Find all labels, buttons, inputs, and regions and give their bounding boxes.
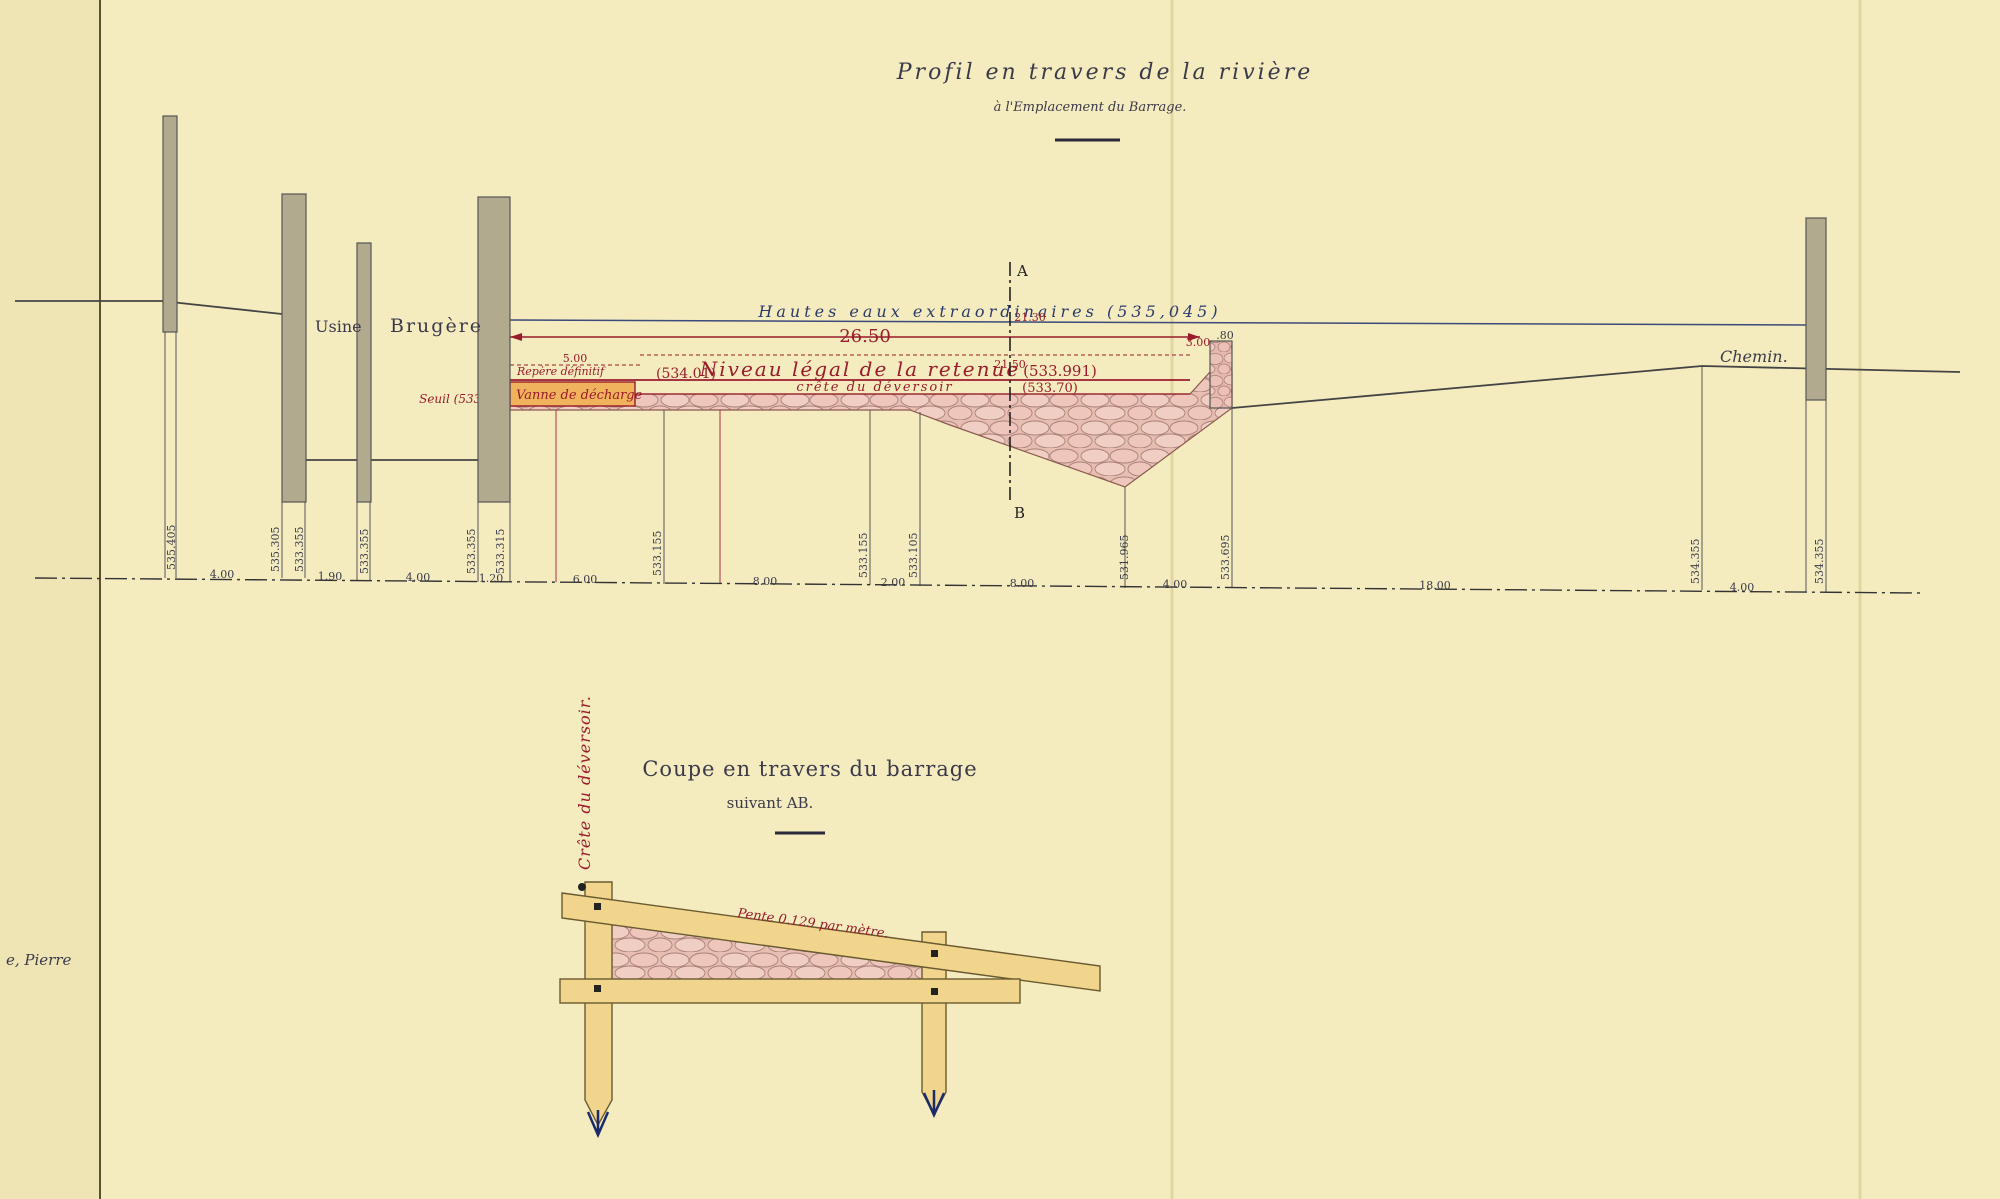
high-water-label: Hautes eaux extraordinaires (535,045): [757, 302, 1221, 321]
reference-label: Repère définitif: [516, 365, 606, 378]
spacing-label: 4.00: [210, 568, 235, 581]
road-label: Chemin.: [1720, 347, 1788, 366]
span-arrow-right: [1188, 333, 1200, 341]
sluice-gate: [509, 381, 636, 407]
profile-title: Profil en travers de la rivière: [896, 60, 1314, 85]
elev-label: 533.355: [465, 529, 478, 575]
elev-label: 533.695: [1219, 535, 1232, 581]
elev-label: 535.305: [269, 527, 282, 573]
pier-5: [1805, 217, 1827, 401]
elev-label: 533.355: [358, 529, 371, 575]
elev-label: 535.405: [165, 525, 178, 571]
spacing-label: 8.00: [753, 575, 778, 588]
spacing-label: 6.00: [573, 573, 598, 586]
weir-crest-value: (533.70): [1022, 381, 1078, 396]
spacing-label: 2.00: [881, 576, 906, 589]
sloped-beam: [561, 892, 1101, 992]
elevation-labels: 535.405 535.305 533.355 533.355 533.355 …: [165, 525, 1826, 585]
elev-label: 534.355: [1689, 539, 1702, 585]
elev-label: 533.155: [857, 533, 870, 579]
profile-subtitle: à l'Emplacement du Barrage.: [994, 100, 1187, 115]
legal-level-value: (533.991): [1023, 362, 1097, 380]
spacing-label: 1.90: [318, 570, 343, 583]
left-margin-shade: [0, 0, 100, 1199]
plant-name: Brugère: [390, 315, 483, 337]
plant-label: Usine: [315, 317, 362, 336]
weir-crest-wall: [1209, 340, 1233, 409]
station-verticals: [164, 332, 1827, 592]
span-arrow-left: [510, 333, 522, 341]
weir-masonry: [509, 371, 1233, 488]
pier-2: [281, 193, 307, 503]
spacing-label: 8.00: [1010, 577, 1035, 590]
elev-label: 533.105: [907, 533, 920, 579]
red-verticals: [555, 410, 721, 584]
arrow-right: [922, 1090, 946, 1119]
section-subtitle: suivant AB.: [727, 794, 814, 812]
spacing-label: 4.00: [1730, 581, 1755, 594]
dim-label-3m: 3.00: [1186, 336, 1211, 349]
elev-label: 533.315: [494, 529, 507, 575]
spacing-labels: 4.00 1.90 4.00 1.20 6.00 8.00 2.00 8.00 …: [210, 568, 1755, 594]
elev-label: 534.355: [1813, 539, 1826, 585]
span-dimension: 26.50: [839, 326, 891, 347]
dim-label-21-30: 21.30: [1014, 311, 1046, 324]
pier-1: [162, 115, 178, 333]
spacing-label: 1.20: [479, 572, 504, 585]
spacing-label: 4.00: [406, 571, 431, 584]
weir-crest-label: crête du déversoir: [796, 380, 953, 395]
high-water-line: [509, 319, 1807, 326]
section-marker-b: B: [1014, 504, 1025, 522]
spacing-label: 4.00: [1163, 578, 1188, 591]
crest-vertical-label: Crête du déversoir.: [575, 695, 594, 870]
dim-label-80: .80: [1216, 329, 1234, 342]
section-marker-a: A: [1016, 262, 1028, 280]
bolts: [578, 883, 938, 995]
arrow-left: [586, 1110, 610, 1139]
legal-level-label: Niveau légal de la retenue: [699, 357, 1020, 381]
sluice-gate-label: Vanne de décharge: [516, 388, 643, 403]
section-title: Coupe en travers du barrage: [642, 757, 977, 781]
reference-value: (534.01): [656, 366, 716, 382]
elev-label: 533.355: [293, 527, 306, 573]
margin-note: e, Pierre: [6, 951, 72, 969]
elev-label: 533.155: [651, 531, 664, 577]
pier-4: [477, 196, 511, 503]
pier-3: [356, 242, 372, 503]
spacing-label: 18.00: [1419, 579, 1451, 592]
dim-label-5m: 5.00: [563, 352, 588, 365]
elev-label: 531.965: [1118, 535, 1131, 581]
bottom-beam: [559, 978, 1021, 1004]
